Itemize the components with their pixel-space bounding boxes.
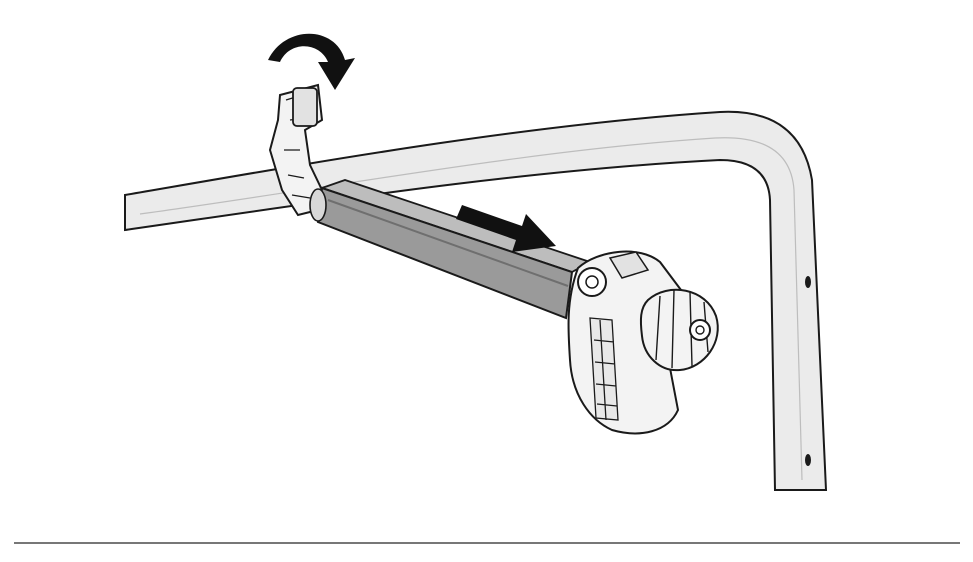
arm-end-cap — [309, 188, 327, 222]
clamp-knob-center-hole — [695, 325, 705, 335]
hook-clamp-tip — [292, 87, 318, 127]
clamp-knob — [639, 288, 719, 372]
bike-holder-arm — [309, 179, 593, 320]
rotate-arrow-icon — [268, 33, 355, 90]
frame-tube-body — [124, 110, 828, 491]
right-clamp-strap — [589, 317, 619, 421]
push-arrow-icon — [456, 205, 556, 252]
right-clamp-pivot — [577, 267, 607, 297]
right-clamp-assembly — [567, 250, 719, 435]
right-clamp-pivot-inner — [585, 275, 599, 289]
clamp-knob-ridges — [655, 289, 709, 369]
frame-hole-top — [805, 276, 811, 288]
frame-hole-bottom — [805, 454, 811, 466]
frame-tube — [124, 110, 828, 491]
left-hook-clamp — [268, 83, 324, 217]
arm-highlight — [327, 199, 569, 287]
right-clamp-top-cap — [608, 251, 650, 279]
clamp-knob-center — [689, 319, 711, 341]
frame-tube-inner-line — [139, 137, 803, 481]
